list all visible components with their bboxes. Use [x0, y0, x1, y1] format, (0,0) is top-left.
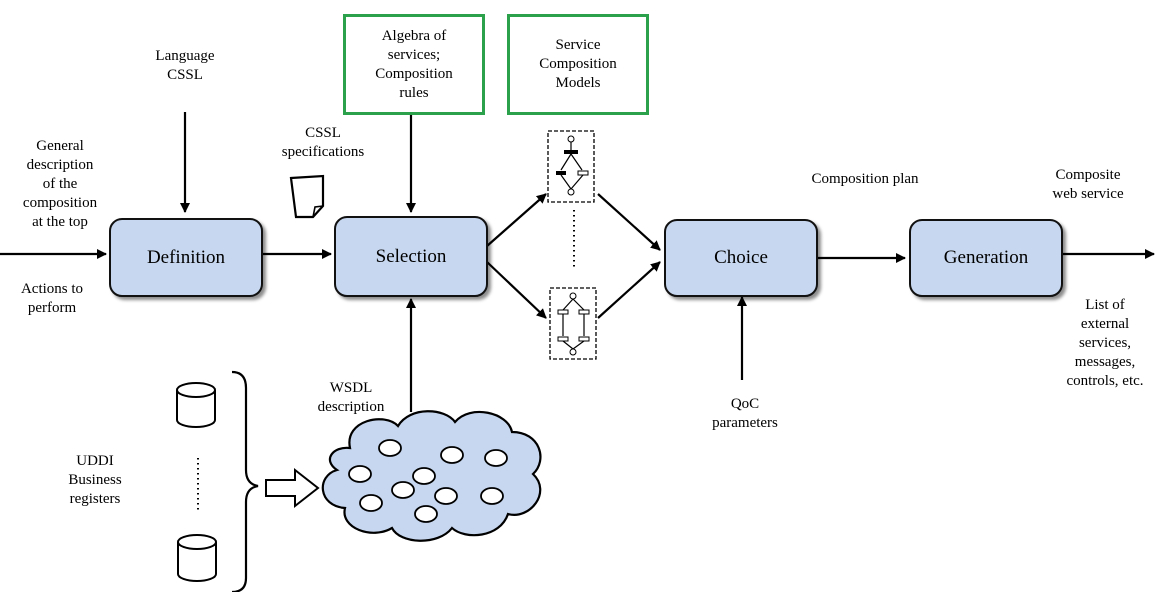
algebra-line: Composition: [375, 65, 453, 82]
document-icon: [289, 174, 325, 219]
arrow-selection-model-bottom: [486, 261, 547, 319]
algebra-box: Algebra of services; Composition rules: [343, 14, 485, 115]
arrow-model-bottom-choice: [597, 261, 661, 319]
service-node-icon: [378, 439, 402, 457]
uddi-registers-label: UDDI Business registers: [68, 453, 122, 507]
arrow-model-top-choice: [597, 193, 661, 251]
models-line: Composition: [539, 56, 617, 72]
algebra-line: Algebra of: [381, 27, 447, 44]
external-services-label: List of external services, messages, con…: [1066, 297, 1144, 389]
general-description-label: General description of the composition a…: [22, 138, 98, 230]
selection-label: Selection: [375, 245, 447, 267]
arrows: [0, 112, 1155, 412]
definition-label: Definition: [146, 246, 226, 268]
algebra-line: services;: [387, 46, 441, 63]
definition-node: Definition: [109, 218, 263, 297]
service-node-icon: [391, 481, 415, 499]
service-node-icon: [412, 467, 436, 485]
service-node-icon: [348, 465, 372, 483]
arrow-selection-model-top: [486, 193, 547, 247]
composition-model-icon-top: [547, 130, 595, 203]
database-icon-bottom: [177, 534, 217, 582]
models-box: Service Composition Models: [507, 14, 649, 115]
models-line: Service: [555, 37, 601, 53]
service-node-icon: [480, 487, 504, 505]
selection-node: Selection: [334, 216, 488, 297]
service-node-icon: [359, 494, 383, 512]
composition-plan-label: Composition plan: [811, 171, 919, 187]
registers-brace: [231, 370, 259, 592]
choice-node: Choice: [664, 219, 818, 297]
models-line: Models: [555, 75, 601, 91]
service-node-icon: [484, 449, 508, 467]
services-cloud: [321, 410, 542, 542]
generation-label: Generation: [943, 247, 1029, 268]
registers-to-cloud-arrow: [265, 467, 320, 509]
choice-label: Choice: [714, 247, 768, 268]
algebra-line: rules: [399, 84, 429, 101]
service-node-icon: [434, 487, 458, 505]
service-node-icon: [414, 505, 438, 523]
database-icon-top: [176, 382, 216, 428]
generation-node: Generation: [909, 219, 1063, 297]
composition-model-icon-bottom: [549, 287, 597, 360]
service-node-icon: [440, 446, 464, 464]
